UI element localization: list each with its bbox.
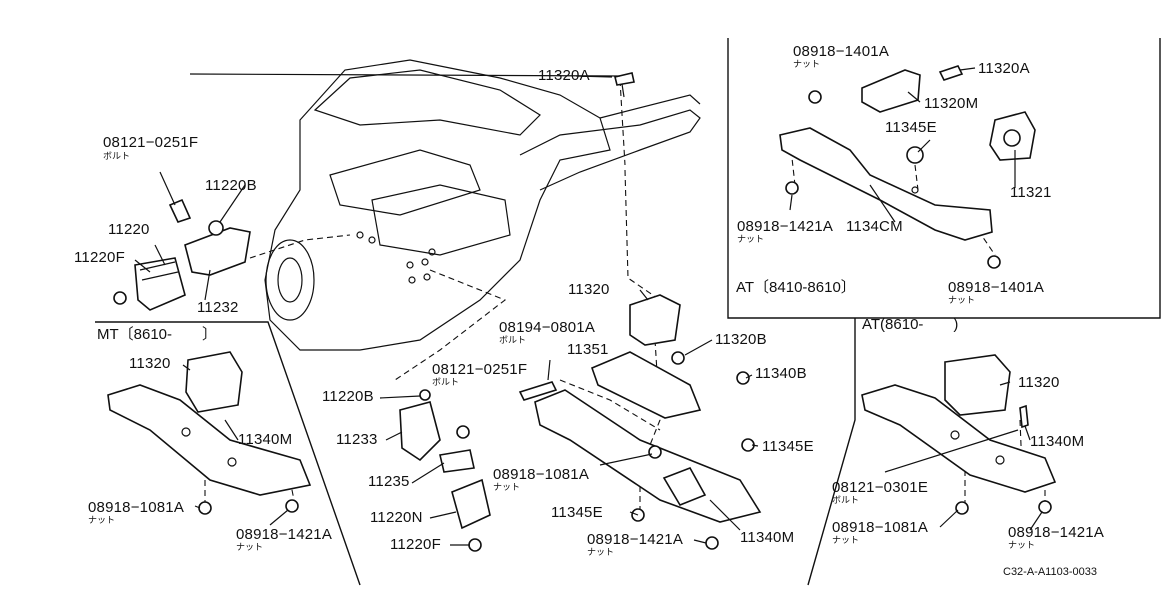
part-label-08121-0251F-left: 08121−0251F: [103, 134, 199, 151]
part-label-08918-1401A-bottom: 08918−1401A: [948, 279, 1045, 296]
at-early-mount-group: [779, 65, 1036, 269]
part-label-11220F-left: 11220F: [74, 249, 125, 266]
part-label-08918-1421A-at2: 08918−1421A: [1008, 524, 1105, 541]
part-label-11340M-mt: 11340M: [238, 431, 293, 448]
engine-transmission-outline: [264, 59, 701, 351]
at-early-frame: [727, 38, 1161, 319]
part-label-08918-1081A-mt: 08918−1081A: [88, 499, 185, 516]
part-label-08194-0801A: 08194−0801A: [499, 319, 596, 336]
part-label-11340M-center: 11340M: [740, 529, 795, 546]
part-label-11233: 11233: [336, 431, 378, 448]
nut-label-center-2: ナット: [587, 548, 615, 558]
part-label-11345E-center: 11345E: [551, 504, 603, 521]
part-label-11345E-at: 11345E: [885, 119, 937, 136]
at-late-frame-divider: [807, 318, 856, 586]
at-late-mount-group: [861, 354, 1057, 515]
nut-label-at-3: ナット: [948, 296, 976, 306]
nut-label-center-1: ナット: [493, 483, 521, 493]
nut-label-mt-1: ナット: [88, 516, 116, 526]
part-label-11321: 11321: [1010, 184, 1052, 201]
part-label-08918-1421A-mt: 08918−1421A: [236, 526, 333, 543]
bolt-label-at2: ボルト: [832, 496, 860, 506]
part-label-11345E-right: 11345E: [762, 438, 814, 455]
part-label-08918-1421A-center: 08918−1421A: [587, 531, 684, 548]
center-mount-group: [399, 72, 762, 552]
nut-label-at-5: ナット: [1008, 541, 1036, 551]
part-label-11220B-center: 11220B: [322, 388, 374, 405]
part-label-11351: 11351: [567, 341, 609, 358]
part-label-1134CM: 1134CM: [846, 218, 903, 235]
part-label-11320-center: 11320: [568, 281, 610, 298]
part-label-11320A-at: 11320A: [978, 60, 1030, 77]
section-label-mt: MT〔8610- 〕: [97, 326, 218, 343]
mt-frame-divider: [95, 321, 361, 586]
part-label-11320A-top: 11320A: [538, 67, 590, 84]
part-label-11220F-center: 11220F: [390, 536, 441, 553]
part-label-11340M-at2: 11340M: [1030, 433, 1085, 450]
bolt-label-center: ボルト: [499, 336, 527, 346]
nut-label-at-2: ナット: [737, 235, 765, 245]
nut-label-mt-2: ナット: [236, 543, 264, 553]
part-label-11220B-left: 11220B: [205, 177, 257, 194]
nut-label-at-4: ナット: [832, 536, 860, 546]
left-mount-group: [113, 171, 251, 311]
section-label-at-late: AT(8610- ): [862, 316, 959, 333]
part-label-11232: 11232: [197, 299, 239, 316]
part-label-08121-0301E: 08121−0301E: [832, 479, 929, 496]
part-label-08918-1081A-at2: 08918−1081A: [832, 519, 929, 536]
part-label-11220N: 11220N: [370, 509, 423, 526]
part-label-11320-mt: 11320: [129, 355, 171, 372]
part-label-11235: 11235: [368, 473, 410, 490]
bolt-label-left: ボルト: [103, 152, 131, 162]
part-label-08121-0251F-center: 08121−0251F: [432, 361, 528, 378]
section-label-at-early: AT〔8410-8610〕: [736, 279, 856, 296]
leader-lines: [134, 67, 1043, 546]
drawing-code: C32-A-A1103-0033: [1003, 566, 1097, 578]
part-label-11320-at2: 11320: [1018, 374, 1060, 391]
part-label-08918-1421A-at: 08918−1421A: [737, 218, 834, 235]
part-label-11220: 11220: [108, 221, 150, 238]
part-label-11340B: 11340B: [755, 365, 807, 382]
part-label-08918-1401A-top: 08918−1401A: [793, 43, 890, 60]
part-label-08918-1081A-center: 08918−1081A: [493, 466, 590, 483]
mt-mount-group: [107, 351, 312, 515]
part-label-11320B: 11320B: [715, 331, 767, 348]
nut-label-at-1: ナット: [793, 60, 821, 70]
part-label-11320M: 11320M: [924, 95, 979, 112]
bolt-label-center-2: ボルト: [432, 378, 460, 388]
